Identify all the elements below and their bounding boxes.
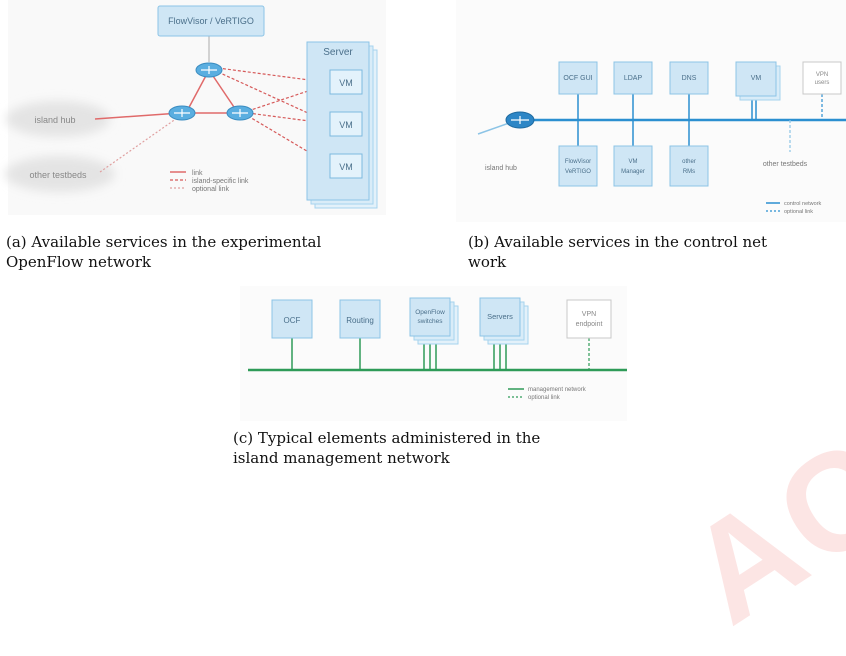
flowvisor-box: FlowVisor / VeRTIGO [157, 5, 265, 37]
caption-b-line1: (b) Available services in the control ne… [468, 233, 768, 251]
routing-label: Routing [346, 316, 374, 325]
figure-b-background [456, 0, 846, 222]
island-hub-label: island hub [34, 115, 75, 125]
island-hub-cloud: island hub [6, 101, 110, 137]
other-testbeds-label: other testbeds [29, 170, 87, 180]
legend-optional-link-c: optional link [528, 395, 561, 401]
vm-label: VM [339, 120, 353, 130]
router-icon [505, 111, 535, 129]
caption-a-line2: OpenFlow network [6, 253, 151, 271]
servers-label: Servers [487, 312, 513, 321]
service-box-ocf-gui: OCF GUI [558, 61, 598, 120]
caption-c-line1: (c) Typical elements administered in the [233, 429, 541, 447]
vm-label: VM [339, 162, 353, 172]
caption-c-line2: island management network [233, 449, 450, 467]
caption-a-line1: (a) Available services in the experiment… [6, 233, 322, 251]
caption-b-line2: work [468, 253, 507, 271]
link-top-right [208, 69, 239, 114]
server-label: Server [323, 47, 353, 58]
service-box-dns: DNS [669, 61, 709, 120]
vm-label: VM [339, 78, 353, 88]
service-box-ldap: LDAP [613, 61, 653, 120]
other-testbeds-cloud: other testbeds [5, 156, 115, 192]
vm-label-b: VM [751, 75, 762, 82]
ldap-label: LDAP [624, 75, 643, 82]
legend-c: management network optional link [508, 387, 587, 401]
legend-optional-link-b: optional link [784, 209, 813, 215]
link-hub-router [94, 112, 181, 120]
flowvisor-label: FlowVisor / VeRTIGO [168, 16, 254, 26]
dns-label: DNS [682, 75, 697, 82]
router-icon [168, 105, 196, 121]
legend-management-network: management network [528, 387, 587, 393]
legend-island-link: island-specific link [192, 178, 249, 185]
vm-box: VM [329, 153, 363, 179]
legend-control-network: control network [784, 201, 822, 207]
figure-canvas: island hub other testbeds FlowVisor / Ve… [5, 0, 846, 421]
router-icon [195, 62, 223, 78]
legend-a: link island-specific link optional link [170, 170, 249, 193]
island-link-2 [217, 71, 333, 125]
figure-b: island hub OCF GUI LDAP DNS VM [456, 0, 846, 222]
router-icon [226, 105, 254, 121]
hub-link [477, 121, 513, 135]
ocf-gui-label: OCF GUI [563, 75, 592, 82]
element-box-ocf: OCF [271, 299, 313, 370]
legend-optional-link: optional link [192, 186, 229, 193]
island-hub-label-b: island hub [485, 165, 517, 172]
ocf-label: OCF [284, 316, 301, 325]
vm-box: VM [329, 69, 363, 95]
optional-link-testbeds [99, 115, 181, 173]
element-box-servers: Servers [479, 297, 529, 370]
figure-a: island hub other testbeds FlowVisor / Ve… [5, 0, 386, 215]
other-testbeds-label-b: other testbeds [763, 161, 808, 168]
vm-box: VM [329, 111, 363, 137]
element-box-routing: Routing [339, 299, 381, 370]
service-box-vm-stack: VM [735, 61, 781, 120]
legend-b: control network optional link [766, 201, 822, 215]
legend-link: link [192, 170, 203, 177]
